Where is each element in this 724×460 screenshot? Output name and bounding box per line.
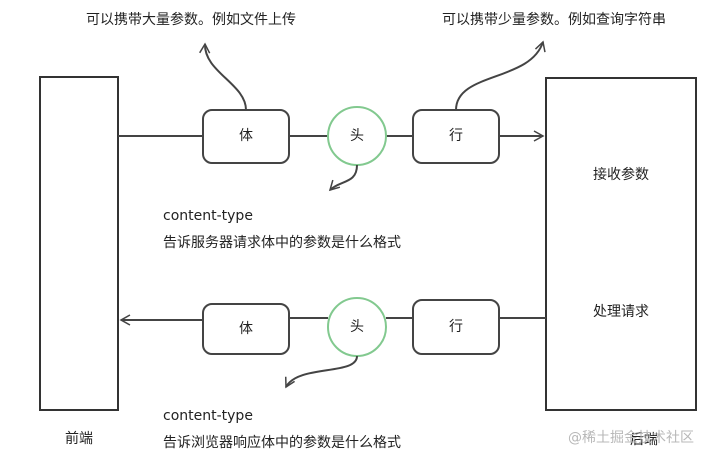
response-head-label: 头	[350, 319, 364, 335]
request-head-note-desc: 告诉服务器请求体中的参数是什么格式	[163, 235, 401, 251]
request-body-label: 体	[239, 128, 253, 144]
response-body-label: 体	[239, 321, 253, 337]
body-note-arrow	[199, 42, 247, 111]
backend-process-request: 处理请求	[593, 304, 649, 320]
request-line-label: 行	[449, 128, 463, 144]
frontend-label: 前端	[65, 431, 93, 447]
frontend-box	[39, 76, 119, 411]
request-head-note-title: content-type	[163, 208, 253, 224]
request-head-note-arrow	[328, 164, 358, 192]
response-head-note-desc: 告诉浏览器响应体中的参数是什么格式	[163, 435, 401, 451]
response-head-note-arrow	[285, 355, 358, 389]
backend-receive-params: 接收参数	[593, 167, 649, 183]
line-note-text: 可以携带少量参数。例如查询字符串	[442, 12, 666, 28]
response-head-note-title: content-type	[163, 408, 253, 424]
backend-label: 后端	[630, 432, 658, 448]
request-head-label: 头	[350, 128, 364, 144]
backend-box	[545, 77, 697, 411]
response-line-label: 行	[449, 319, 463, 335]
response-line-node	[412, 299, 500, 355]
line-note-arrow	[455, 40, 546, 111]
response-body-node	[202, 303, 290, 355]
watermark: @稀土掘金技术社区	[568, 430, 694, 446]
body-note-text: 可以携带大量参数。例如文件上传	[86, 12, 296, 28]
